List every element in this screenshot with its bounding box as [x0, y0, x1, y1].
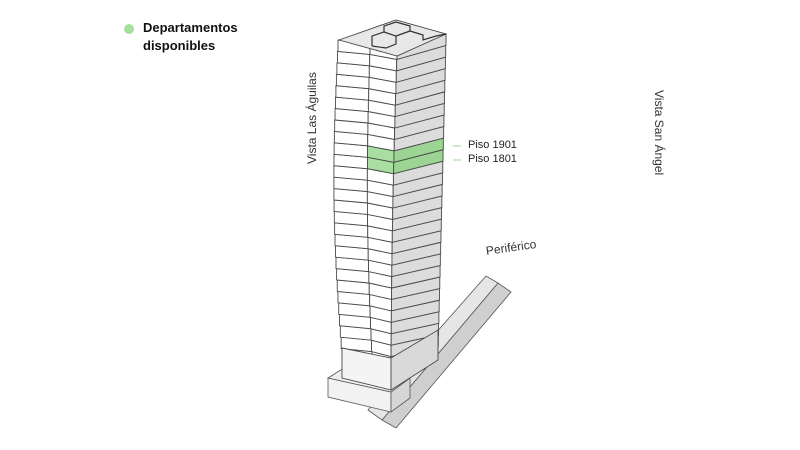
tower — [333, 33, 447, 391]
label-piso-1901: Piso 1901 — [453, 139, 517, 151]
legend-label: Departamentos disponibles — [143, 20, 238, 53]
piso-1801-text: Piso 1801 — [468, 153, 517, 165]
legend: Departamentos disponibles — [124, 19, 253, 55]
piso-1901-text: Piso 1901 — [468, 139, 517, 151]
roof — [337, 19, 448, 57]
view-label-las-aguilas: Vista Las Águilas — [305, 72, 319, 164]
view-label-san-angel: Vista San Ángel — [652, 90, 666, 176]
label-piso-1801: Piso 1801 — [453, 153, 517, 165]
available-legend-swatch — [124, 24, 134, 34]
